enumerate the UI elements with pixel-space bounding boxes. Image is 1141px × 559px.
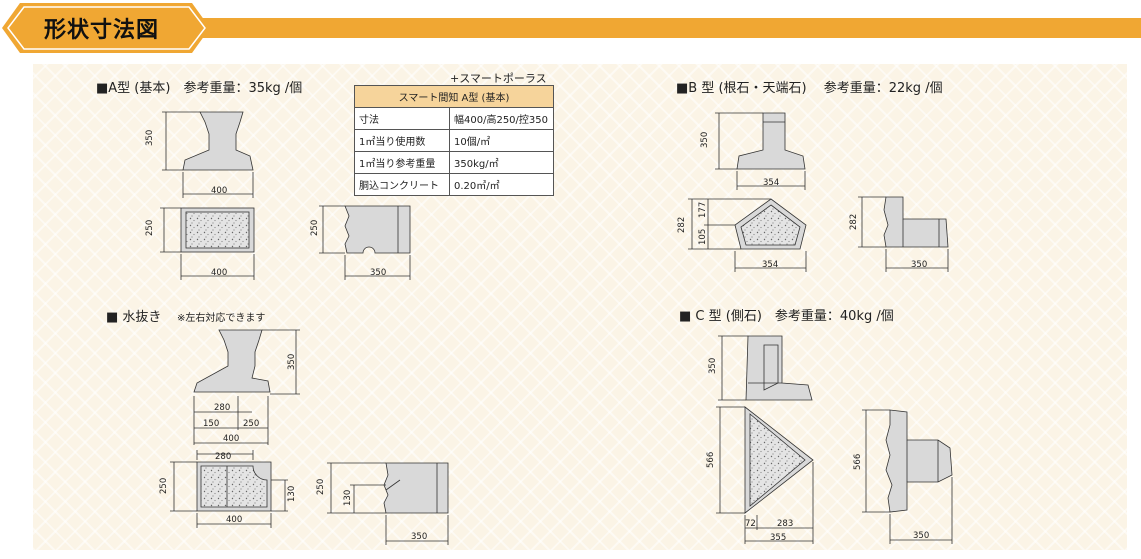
drain-face-view — [170, 450, 288, 528]
dim-drain-250: 250 — [243, 419, 259, 429]
a-face-view — [160, 207, 255, 280]
dim-b-side-w: 354 — [763, 178, 779, 188]
dim-c-tri-h: 566 — [706, 452, 716, 468]
b-back-view — [858, 196, 949, 272]
b-side-view — [715, 112, 806, 190]
dim-drain-face-280: 280 — [215, 452, 231, 462]
spec-value: 0.20㎥/㎡ — [449, 173, 554, 196]
a-side-view — [162, 111, 254, 198]
header-tag-shape — [2, 3, 210, 53]
section-c-title: ■ C 型 (側石) 参考重量：40kg /個 — [679, 309, 894, 324]
table-row: 胴込コンクリート 0.20㎥/㎡ — [354, 173, 554, 196]
dim-drain-face-w: 400 — [226, 515, 242, 525]
dim-a-face-w: 400 — [211, 268, 227, 278]
a-back-view — [319, 205, 411, 280]
section-a-title: ■A型 (基本) 参考重量：35kg /個 — [96, 81, 303, 96]
drain-back-view — [327, 462, 449, 545]
dim-c-side-h: 350 — [708, 358, 718, 374]
dim-a-back-h: 250 — [310, 220, 320, 236]
dim-drain-side-h: 350 — [287, 354, 297, 370]
dim-c-355: 355 — [770, 533, 786, 543]
dim-drain-back-w: 350 — [411, 532, 427, 542]
dim-drain-150: 150 — [203, 419, 219, 429]
table-row: 寸法 幅400/高250/控350 — [354, 107, 554, 130]
table-row: 1㎡当り参考重量 350kg/㎡ — [354, 151, 554, 174]
dim-drain-400: 400 — [223, 434, 239, 444]
drain-side-view — [193, 329, 300, 445]
dim-drain-back-h: 250 — [316, 479, 326, 495]
c-side-view — [718, 335, 813, 401]
spec-table-caption: +スマートポーラス — [450, 72, 547, 85]
dim-drain-280: 280 — [214, 403, 230, 413]
dim-drain-back-130: 130 — [343, 490, 353, 506]
dim-b-tri-w: 354 — [762, 260, 778, 270]
dim-a-back-w: 350 — [370, 268, 386, 278]
dim-c-back-h: 566 — [853, 454, 863, 470]
dim-drain-face-130: 130 — [287, 486, 297, 502]
dim-c-283: 283 — [777, 519, 793, 529]
dim-a-face-h: 250 — [145, 220, 155, 236]
page-title: 形状寸法図 — [44, 18, 160, 43]
section-drain-note: ※左右対応できます — [177, 313, 266, 324]
spec-table-head: スマート間知 A型 (基本) — [354, 85, 554, 108]
c-face-view — [716, 406, 814, 544]
dim-drain-face-h: 250 — [159, 478, 169, 494]
section-b-title: ■B 型 (根石・天端石) 参考重量：22kg /個 — [676, 81, 943, 96]
spec-table-header-row: スマート間知 A型 (基本) — [354, 85, 554, 108]
dim-c-72: 72 — [745, 519, 756, 529]
section-drain-title: ■ 水抜き — [106, 310, 162, 325]
dim-c-back-w: 350 — [913, 531, 929, 541]
spec-table: スマート間知 A型 (基本) 寸法 幅400/高250/控350 1㎡当り使用数… — [354, 85, 554, 196]
c-back-view — [862, 409, 953, 544]
dim-a-side-h: 350 — [145, 130, 155, 146]
dim-b-back-w: 350 — [911, 260, 927, 270]
b-face-view — [688, 198, 807, 272]
spec-value: 幅400/高250/控350 — [449, 107, 554, 130]
dim-b-side-h: 350 — [700, 132, 710, 148]
dim-b-back-h: 282 — [849, 214, 859, 230]
dim-b-tri-105: 105 — [698, 229, 708, 245]
header-accent-bar — [190, 18, 1141, 38]
dim-b-tri-282: 282 — [677, 217, 687, 233]
dim-b-tri-177: 177 — [698, 202, 708, 218]
dim-a-side-w: 400 — [211, 186, 227, 196]
